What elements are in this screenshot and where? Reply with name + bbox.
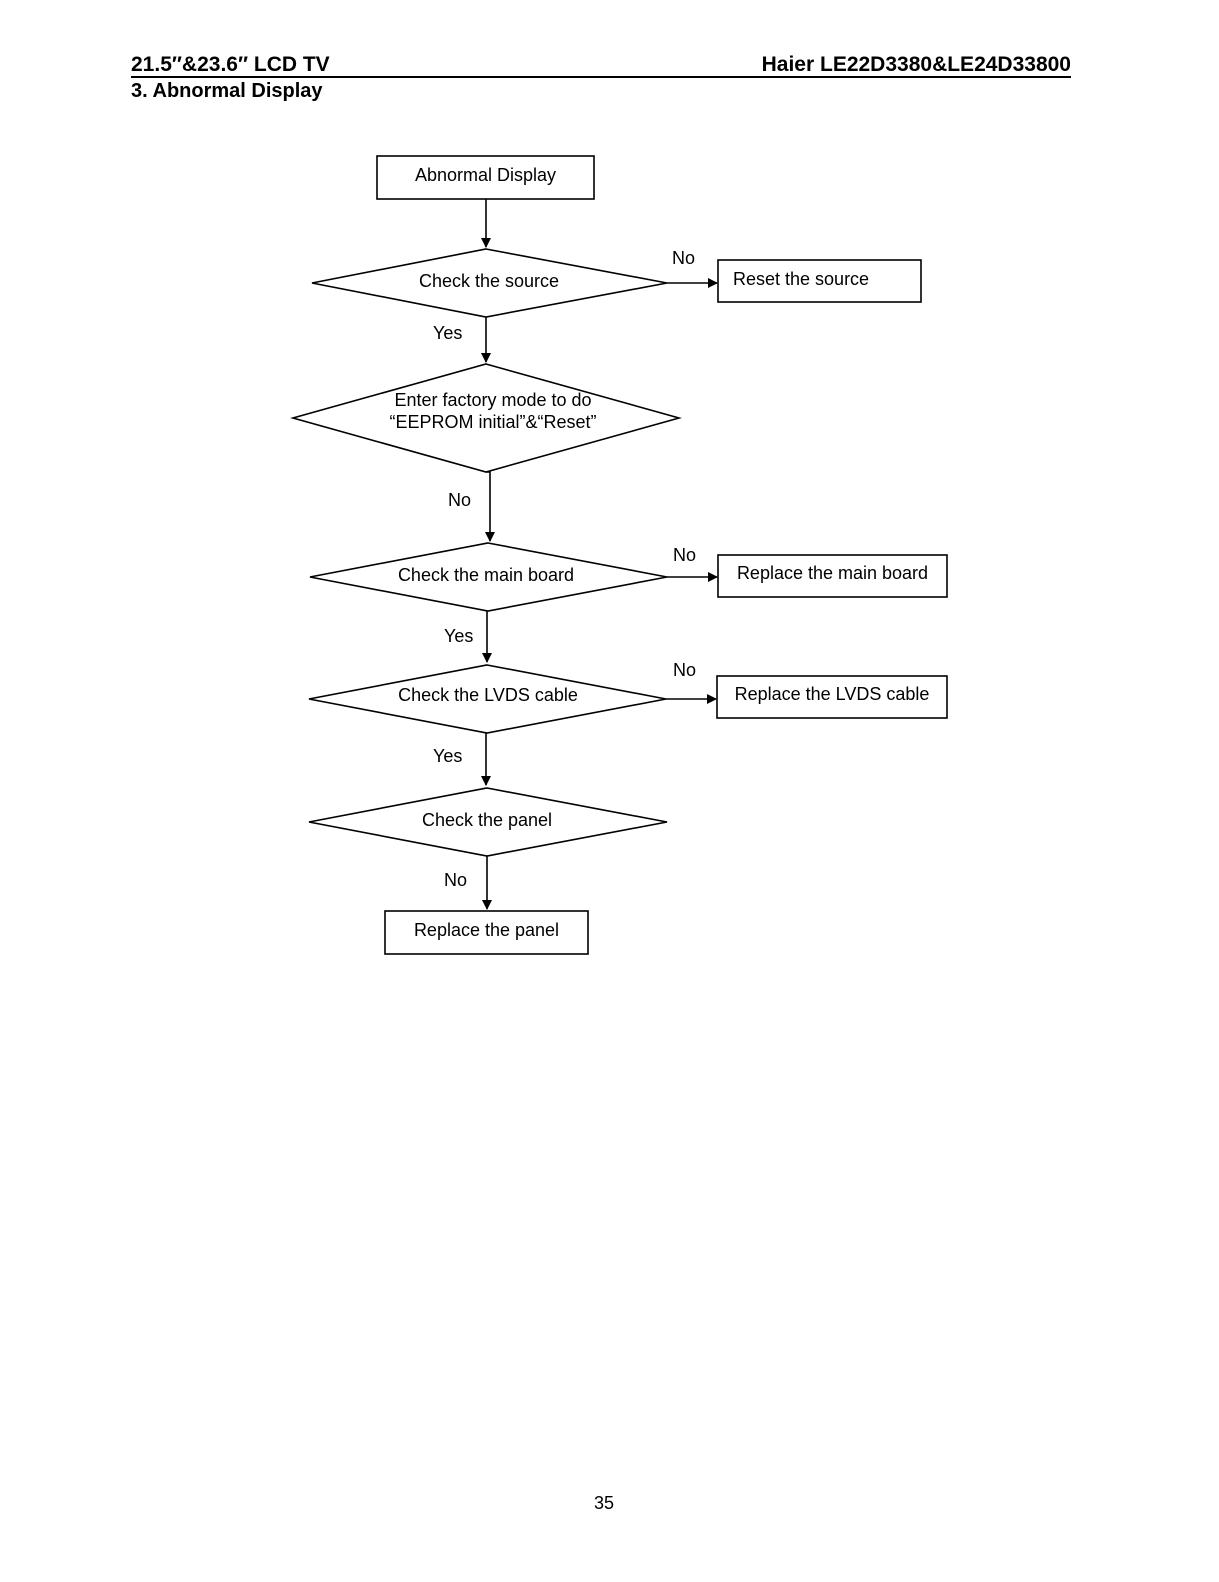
edge-label-lvds-no: No [673, 660, 696, 680]
decision-check-main-board-label: Check the main board [398, 565, 574, 585]
decision-check-lvds-cable: Check the LVDS cable [308, 664, 667, 734]
decision-check-main-board: Check the main board [309, 542, 668, 612]
edge-label-source-yes: Yes [433, 323, 462, 343]
action-replace-lvds-cable: Replace the LVDS cable [716, 675, 948, 719]
edge-label-source-no: No [672, 248, 695, 268]
edge-label-factory-no: No [448, 490, 471, 510]
edge-label-panel-no: No [444, 870, 467, 890]
edge-label-main-board-no: No [673, 545, 696, 565]
decision-check-panel-label: Check the panel [422, 810, 552, 830]
decision-check-lvds-cable-label: Check the LVDS cable [398, 685, 578, 705]
action-replace-main-board: Replace the main board [717, 554, 948, 598]
action-replace-main-board-label: Replace the main board [737, 563, 928, 583]
header-rule [131, 76, 1071, 78]
decision-factory-mode: Enter factory mode to do “EEPROM initial… [290, 363, 682, 473]
start-box: Abnormal Display [376, 155, 595, 200]
page-number: 35 [593, 1493, 615, 1513]
header-left-title: 21.5″&23.6″ LCD TV [131, 53, 330, 76]
decision-check-panel: Check the panel [308, 787, 668, 857]
decision-check-source-label: Check the source [419, 271, 559, 291]
action-replace-panel: Replace the panel [384, 910, 589, 955]
action-replace-panel-label: Replace the panel [414, 920, 559, 940]
decision-factory-mode-label-line1: Enter factory mode to do [394, 390, 591, 410]
action-replace-lvds-cable-label: Replace the LVDS cable [735, 684, 930, 704]
decision-check-source: Check the source [311, 248, 668, 318]
start-box-label: Abnormal Display [415, 165, 556, 185]
action-reset-source-label: Reset the source [733, 269, 869, 289]
edge-label-lvds-yes: Yes [433, 746, 462, 766]
edge-label-main-board-yes: Yes [444, 626, 473, 646]
header-right-title: Haier LE22D3380&LE24D33800 [761, 53, 1071, 76]
action-reset-source: Reset the source [717, 259, 922, 303]
decision-factory-mode-label-line2: “EEPROM initial”&“Reset” [389, 412, 596, 432]
section-title: 3. Abnormal Display [131, 80, 323, 102]
connector-factory-no [485, 471, 495, 542]
